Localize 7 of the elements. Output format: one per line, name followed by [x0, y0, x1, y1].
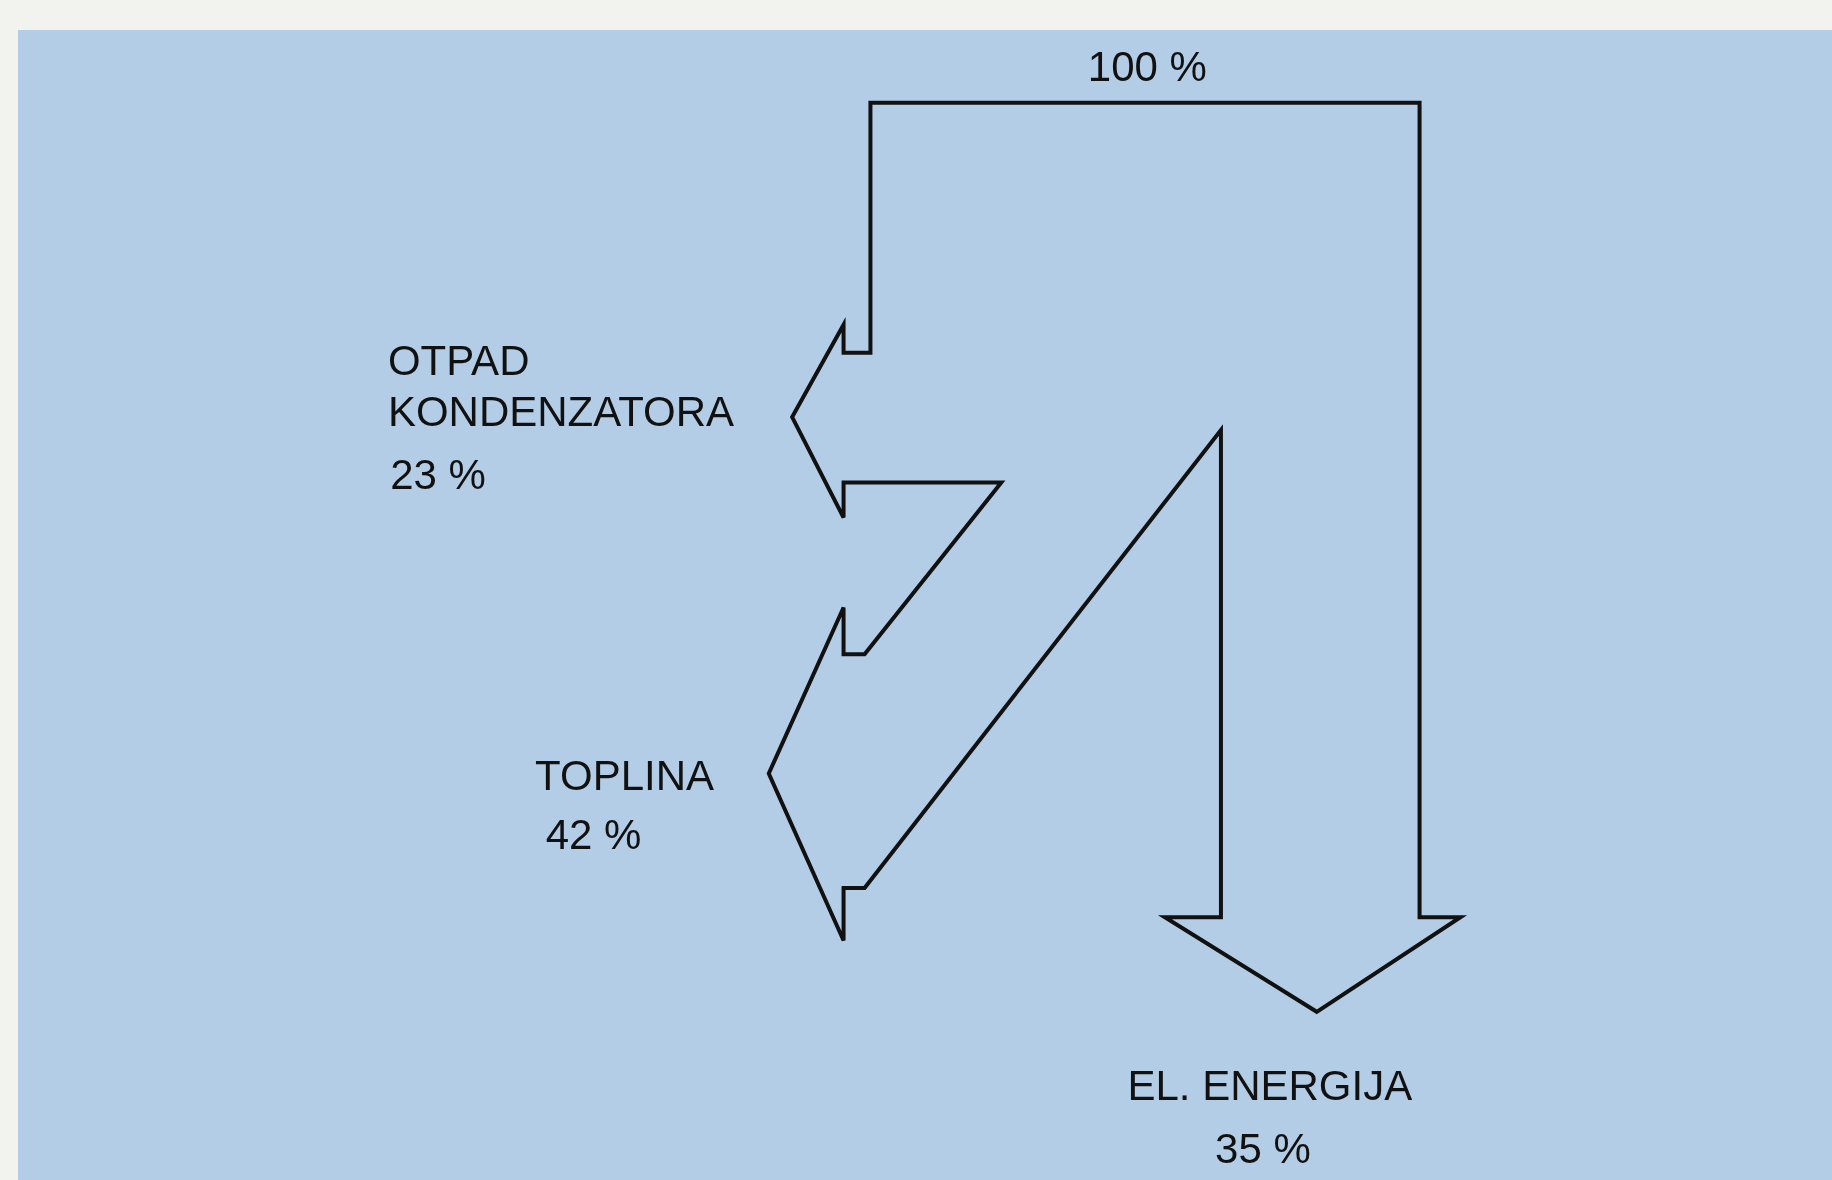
flow-label: TOPLINA [535, 751, 715, 802]
percentage-label: 23 % [390, 449, 486, 500]
percentage-label: 42 % [545, 809, 642, 860]
flow-label: EL. ENERGIJA [1127, 1060, 1413, 1111]
percentage-label: 100 % [1087, 42, 1207, 93]
percentage-label: 35 % [1215, 1123, 1311, 1174]
flow-label: OTPAD KONDENZATORA [387, 336, 736, 437]
